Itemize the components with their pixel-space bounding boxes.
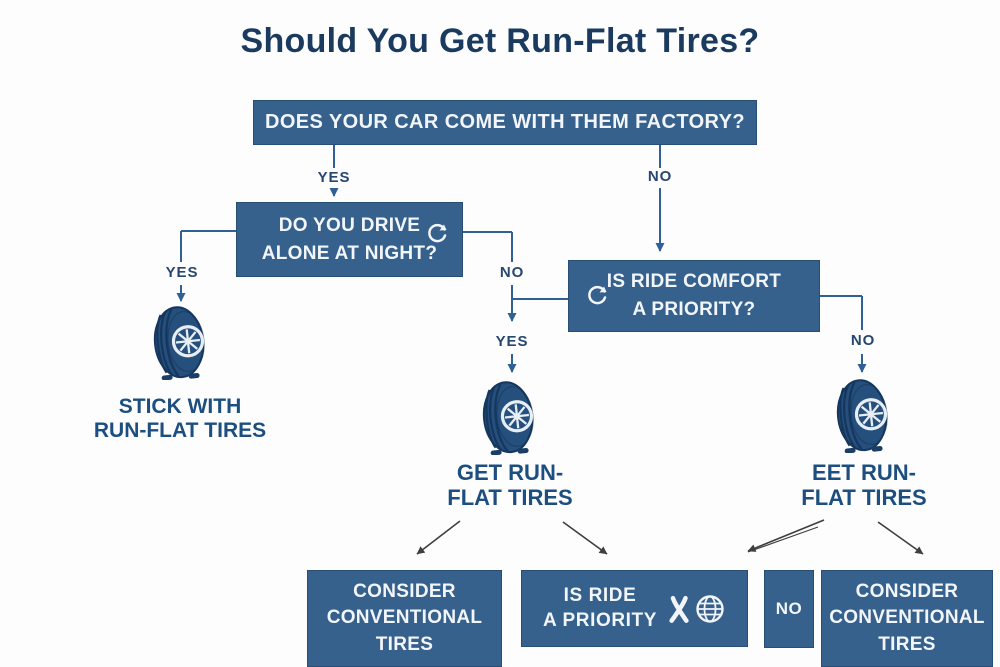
page-title: Should You Get Run-Flat Tires?	[240, 22, 760, 60]
tire-icon	[478, 379, 542, 455]
outcome-get-line2: FLAT TIRES	[447, 485, 573, 511]
tire-icon	[149, 304, 213, 380]
outcome-stick-line1: STICK WITH	[118, 395, 242, 418]
outcome-eet-line2: FLAT TIRES	[801, 485, 927, 511]
node-drive-alone-line1: DO YOU DRIVE	[278, 214, 421, 236]
node-drive-alone-line2: ALONE AT NIGHT?	[261, 242, 438, 264]
node-drive-alone-question: DO YOU DRIVE ALONE AT NIGHT?	[236, 202, 463, 277]
consider-left-line1: CONSIDER	[353, 581, 456, 603]
branch-label-mid-yes: YES	[495, 333, 529, 350]
branch-label-root-no: NO	[647, 168, 673, 185]
node-factory-question: DOES YOUR CAR COME WITH THEM FACTORY?	[253, 100, 757, 145]
outcome-stick-line2: RUN-FLAT TIRES	[93, 418, 267, 442]
consider-right-line1: CONSIDER	[855, 581, 959, 603]
tire-icon	[832, 377, 896, 453]
figure-x-icon	[666, 594, 692, 624]
branch-label-alone-yes: YES	[165, 264, 199, 281]
branch-label-root-yes: YES	[317, 169, 351, 186]
node-factory-label: DOES YOUR CAR COME WITH THEM FACTORY?	[265, 111, 745, 133]
consider-left-line2: CONVENTIONAL	[326, 607, 483, 629]
outcome-eet-runflat: EET RUN- FLAT TIRES	[801, 460, 926, 510]
cycle-refresh-icon	[424, 221, 450, 247]
ride-priority-icon-group	[666, 593, 726, 625]
consider-left-line3: TIRES	[375, 633, 434, 655]
outcome-get-line1: GET RUN-	[456, 460, 564, 485]
branch-label-alone-no: NO	[499, 264, 525, 281]
outcome-stick-with-runflat: STICK WITH RUN-FLAT TIRES	[94, 395, 266, 443]
cycle-refresh-icon	[584, 283, 610, 309]
flow-connectors	[176, 145, 867, 373]
bottom-consider-conventional-right: CONSIDER CONVENTIONAL TIRES	[821, 570, 993, 667]
bottom-ride-priority: IS RIDE A PRIORITY	[521, 570, 748, 647]
node-ride-comfort-line1: IS RIDE COMFORT	[606, 271, 782, 293]
ride-priority-line1: IS RIDE	[563, 584, 637, 606]
node-ride-comfort-question: IS RIDE COMFORT A PRIORITY?	[568, 260, 820, 332]
bottom-no-label: NO	[775, 599, 803, 618]
consider-right-line3: TIRES	[878, 633, 936, 655]
branch-label-comfort-no: NO	[850, 332, 876, 349]
ride-priority-text: IS RIDE A PRIORITY	[543, 584, 657, 633]
bottom-consider-conventional-left: CONSIDER CONVENTIONAL TIRES	[307, 570, 502, 667]
ride-priority-line2: A PRIORITY	[542, 609, 658, 631]
globe-icon	[694, 593, 726, 625]
node-ride-comfort-line2: A PRIORITY?	[632, 299, 756, 320]
outcome-eet-line1: EET RUN-	[812, 460, 916, 485]
consider-right-line2: CONVENTIONAL	[829, 607, 985, 629]
bottom-no-box: NO	[764, 570, 814, 648]
outcome-get-runflat: GET RUN- FLAT TIRES	[447, 460, 572, 510]
diagonal-arrows	[416, 519, 924, 555]
